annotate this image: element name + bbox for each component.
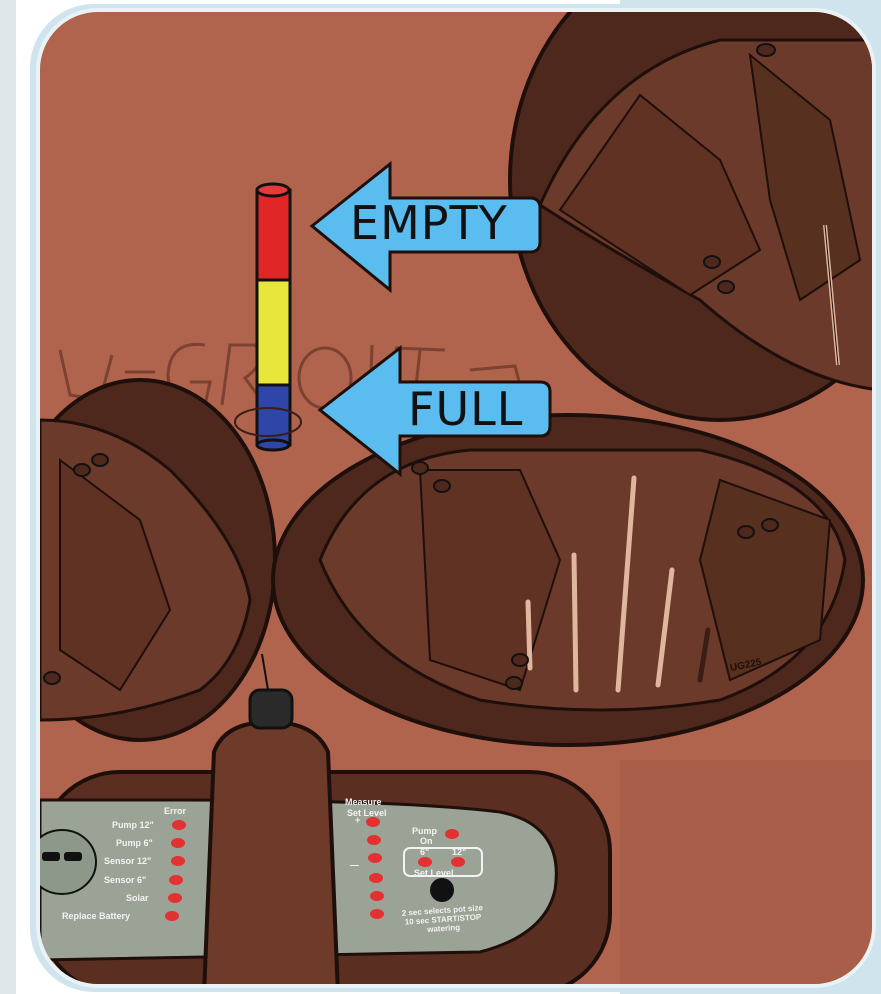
empty-arrow-label: EMPTY — [350, 196, 508, 250]
error-item-replace-battery: Replace Battery — [62, 911, 130, 921]
set-12-label: 12" — [452, 847, 466, 857]
set-level-label: Set Level — [414, 868, 454, 878]
error-item-sensor-12: Sensor 12" — [104, 856, 151, 866]
measure-plus: + — [355, 815, 360, 825]
pot-center — [273, 415, 863, 745]
set-level-header: Set Level — [347, 808, 387, 818]
pump-on-label-2: On — [420, 836, 433, 846]
measure-header: Measure — [345, 797, 382, 807]
pump-on-label: Pump — [412, 826, 437, 836]
gauge-segment-middle — [257, 280, 290, 385]
error-header: Error — [164, 806, 186, 816]
error-item-pump-12: Pump 12" — [112, 820, 154, 830]
error-item-solar: Solar — [126, 893, 149, 903]
error-item-pump-6: Pump 6" — [116, 838, 153, 848]
select-button[interactable] — [430, 878, 454, 902]
error-item-sensor-6: Sensor 6" — [104, 875, 146, 885]
set-6-label: 6" — [420, 847, 429, 857]
full-arrow-label: FULL — [408, 382, 523, 436]
measure-minus: — — [350, 860, 359, 870]
pot-left — [5, 380, 275, 740]
gauge-segment-empty — [257, 190, 290, 280]
